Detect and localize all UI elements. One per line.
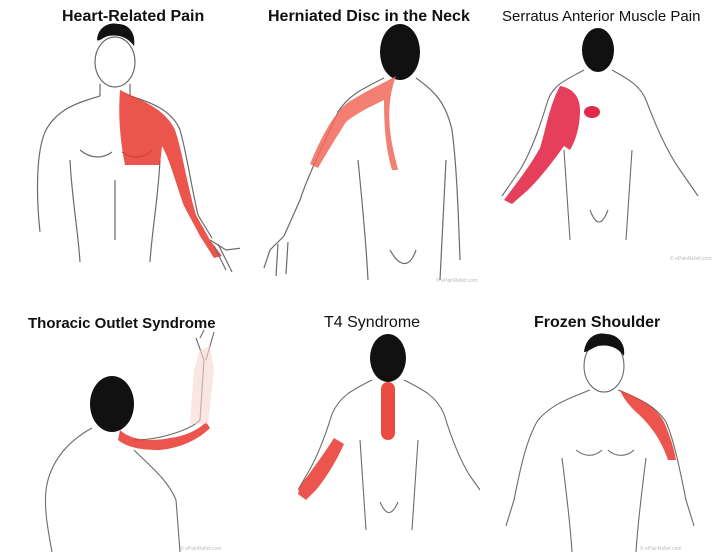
pain-region-shoulder-arm bbox=[504, 86, 580, 204]
pain-region-forearm bbox=[298, 438, 344, 500]
front-torso-figure bbox=[480, 290, 719, 552]
pain-region-neck-arm bbox=[310, 76, 398, 170]
panel-frozen-shoulder: Frozen Shoulder © ePainRelief.com bbox=[480, 290, 719, 552]
panel-heart-related-pain: Heart-Related Pain bbox=[0, 0, 240, 290]
back-raised-arm-figure bbox=[0, 290, 240, 552]
panel-herniated-disc-neck: Herniated Disc in the Neck © ePainRelief… bbox=[240, 0, 480, 290]
panel-t4-syndrome: T4 Syndrome bbox=[240, 290, 480, 552]
watermark: © ePainRelief.com bbox=[436, 278, 477, 284]
watermark: © ePainRelief.com bbox=[180, 546, 221, 552]
back-torso-figure bbox=[240, 290, 480, 552]
panel-thoracic-outlet: Thoracic Outlet Syndrome © ePainRelief.c… bbox=[0, 290, 240, 552]
panel-serratus-anterior: Serratus Anterior Muscle Pain © ePainRel… bbox=[480, 0, 719, 290]
pain-spot-blade bbox=[584, 106, 600, 118]
pain-region-chest-arm bbox=[119, 90, 222, 258]
back-torso-figure bbox=[480, 0, 719, 290]
pain-region-upper-spine bbox=[381, 382, 395, 440]
back-torso-figure bbox=[240, 0, 480, 290]
watermark: © ePainRelief.com bbox=[670, 256, 711, 262]
watermark: © ePainRelief.com bbox=[640, 546, 681, 552]
front-torso-figure bbox=[0, 0, 240, 290]
